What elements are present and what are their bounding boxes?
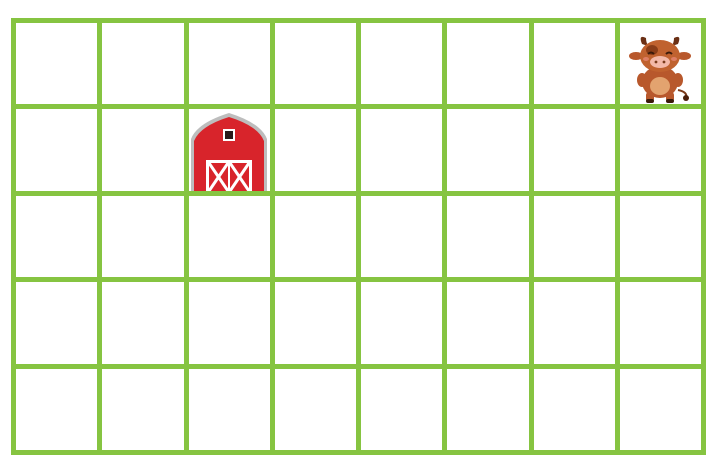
grid-cell[interactable] (275, 109, 356, 190)
grid-cell[interactable] (620, 196, 701, 277)
grid-cell[interactable] (275, 23, 356, 104)
grid-cell[interactable] (189, 196, 270, 277)
grid-cell[interactable] (16, 109, 97, 190)
grid-cell[interactable] (534, 282, 615, 363)
grid-cell[interactable] (534, 109, 615, 190)
grid-cell[interactable] (534, 23, 615, 104)
grid-cell[interactable] (534, 369, 615, 450)
cow-icon (628, 32, 692, 104)
grid-cell[interactable] (102, 369, 183, 450)
grid-cell[interactable] (16, 23, 97, 104)
grid-cell[interactable] (447, 282, 528, 363)
grid-cell[interactable] (447, 369, 528, 450)
grid-cell[interactable] (534, 196, 615, 277)
grid-cell[interactable] (16, 196, 97, 277)
grid-cell[interactable] (189, 282, 270, 363)
grid-cell[interactable] (361, 23, 442, 104)
grid-cell[interactable] (189, 369, 270, 450)
grid-cell[interactable] (275, 369, 356, 450)
barn-icon (189, 111, 269, 191)
game-board (11, 18, 706, 455)
grid-cell[interactable] (275, 196, 356, 277)
grid-cell[interactable] (361, 109, 442, 190)
grid-cell[interactable] (361, 369, 442, 450)
grid-cell[interactable] (447, 196, 528, 277)
grid-cell[interactable] (275, 282, 356, 363)
grid-cell[interactable] (102, 196, 183, 277)
grid-cell[interactable] (447, 109, 528, 190)
grid-cell[interactable] (16, 282, 97, 363)
grid-cell[interactable] (620, 23, 701, 104)
grid-cell[interactable] (102, 282, 183, 363)
grid-cell[interactable] (620, 109, 701, 190)
grid-cell[interactable] (102, 109, 183, 190)
grid-cell[interactable] (189, 109, 270, 190)
grid-cell[interactable] (189, 23, 270, 104)
grid-cell[interactable] (102, 23, 183, 104)
grid-cell[interactable] (16, 369, 97, 450)
grid-cell[interactable] (361, 282, 442, 363)
grid-cell[interactable] (620, 369, 701, 450)
grid-cell[interactable] (620, 282, 701, 363)
grid-cell[interactable] (447, 23, 528, 104)
grid-cell[interactable] (361, 196, 442, 277)
